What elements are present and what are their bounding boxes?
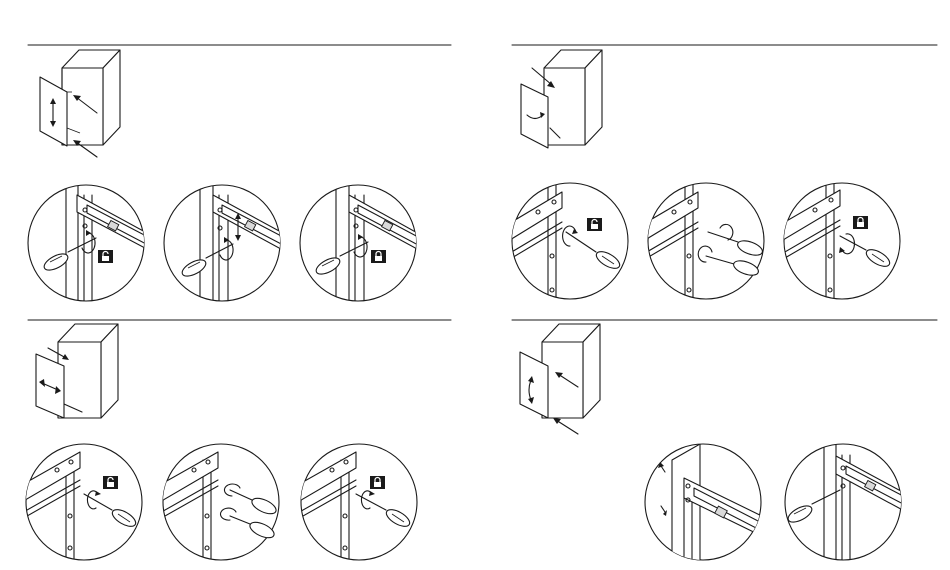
cabinet-drawer-icon (40, 50, 120, 157)
lock-closed-icon (371, 250, 386, 263)
lock-open-icon (103, 476, 118, 489)
panel-tilt-adjust (505, 50, 900, 310)
detail-circle (300, 180, 430, 310)
lock-closed-icon (370, 476, 385, 489)
detail-circle (164, 180, 290, 310)
detail-circle (20, 444, 142, 570)
detail-circle (505, 180, 628, 310)
detail-circle (640, 180, 764, 310)
cabinet-drawer-icon (520, 324, 600, 434)
panel-vertical-adjust (28, 50, 430, 310)
detail-circle (785, 440, 910, 570)
detail-circle (645, 444, 770, 570)
cabinet-drawer-icon (36, 324, 118, 418)
lock-closed-icon (853, 216, 868, 229)
lock-open-icon (587, 218, 602, 231)
detail-circle (778, 180, 900, 310)
detail-circle (28, 180, 160, 310)
cabinet-drawer-icon (521, 50, 602, 148)
detail-circle (158, 444, 279, 570)
detail-circle (296, 444, 417, 570)
lock-open-icon (98, 250, 113, 263)
panel-depth-adjust (520, 324, 910, 570)
panel-lateral-adjust (20, 324, 417, 570)
